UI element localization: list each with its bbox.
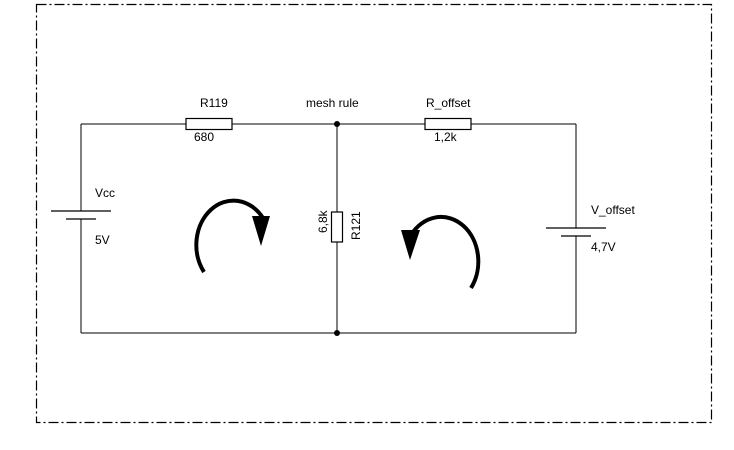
vcc-name-label: Vcc: [95, 186, 115, 200]
vcc-value-label: 5V: [95, 233, 110, 247]
r-offset-name-label: R_offset: [426, 96, 471, 110]
wires: [80, 123, 577, 334]
mesh-current-right-arrow: [409, 214, 481, 290]
r-offset-value-label: 1,2k: [434, 130, 458, 144]
battery-vcc: [51, 210, 111, 220]
v-offset-name-label: V_offset: [591, 203, 635, 217]
resistor-r121: [330, 211, 344, 243]
battery-v-offset: [546, 227, 606, 237]
mesh-current-right-arrowhead: [401, 230, 420, 260]
r121-name-label: R121: [349, 211, 363, 240]
r119-name-label: R119: [200, 96, 228, 110]
resistor-r-offset: [424, 117, 472, 131]
r119-value-label: 680: [194, 130, 214, 144]
resistor-r119: [185, 117, 233, 131]
mesh-current-left-arrowhead: [252, 216, 270, 246]
junction-bottom: [334, 330, 340, 336]
mesh-current-left-arrow: [194, 198, 265, 274]
r121-value-label: 6,8k: [316, 209, 330, 233]
v-offset-value-label: 4,7V: [591, 240, 616, 254]
sheet-border: [35, 3, 713, 424]
junction-top: [334, 121, 340, 127]
node-label: mesh rule: [306, 96, 359, 110]
